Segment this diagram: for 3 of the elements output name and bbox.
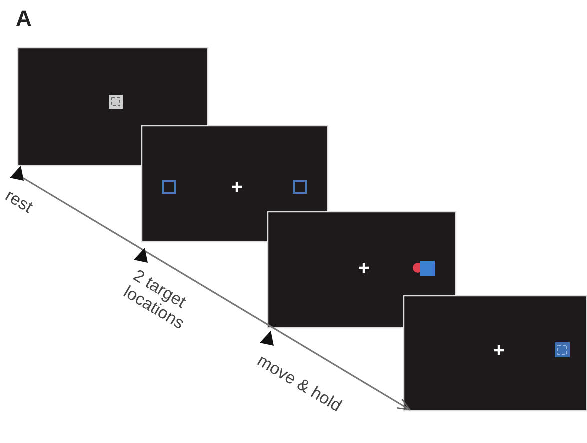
timeline-label: rest [2,186,36,217]
timeline-label: move & hold [254,351,346,416]
panel-letter: A [16,6,32,32]
